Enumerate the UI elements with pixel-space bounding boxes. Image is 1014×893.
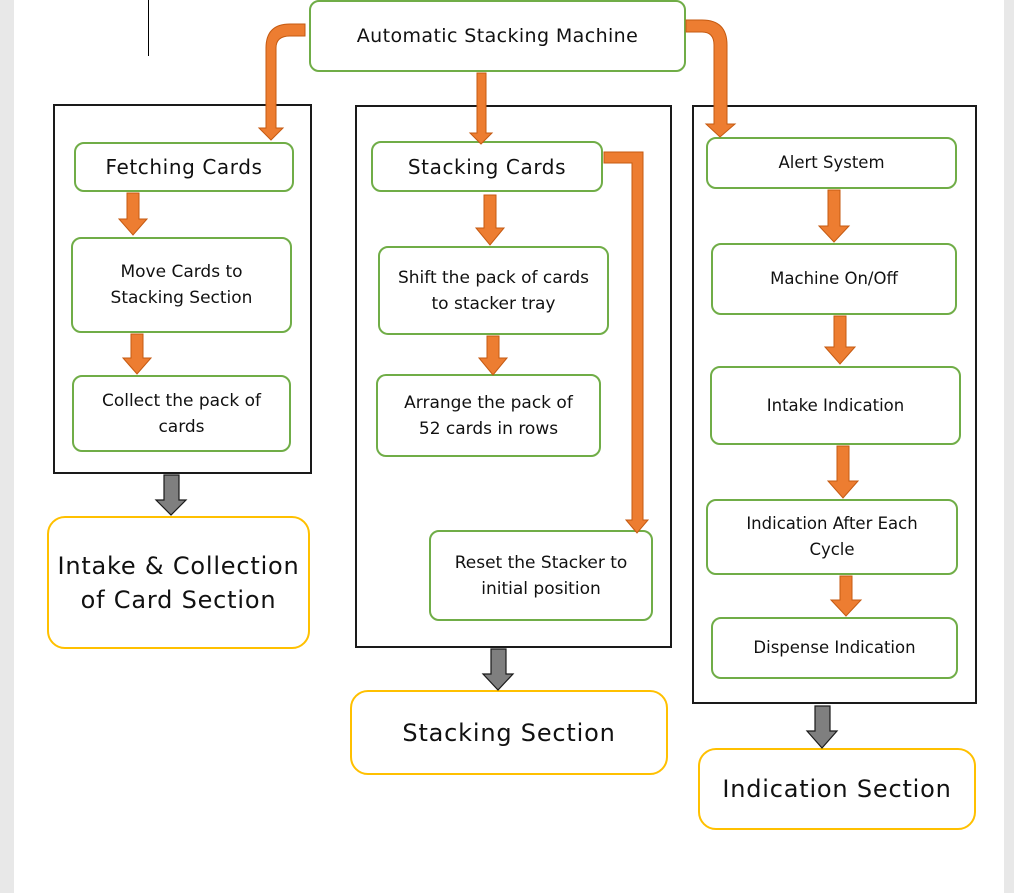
arrow-cycle-to-dispense — [829, 575, 863, 617]
arrow-frame3-to-section — [805, 705, 839, 749]
node-dispense-indication: Dispense Indication — [711, 617, 958, 679]
arrow-frame1-to-section — [154, 474, 188, 516]
node-fetching-cards: Fetching Cards — [74, 142, 294, 192]
arrow-stacking-to-reset — [603, 151, 650, 534]
frame-stacking — [355, 105, 672, 648]
arrow-root-to-stacking — [468, 72, 494, 145]
arrow-intake-to-cycle — [826, 445, 860, 499]
node-move-cards: Move Cards to Stacking Section — [71, 237, 292, 333]
arrow-stacking-to-shift — [474, 194, 506, 246]
text-cursor — [148, 0, 149, 56]
frame-indication — [692, 105, 977, 704]
node-indication-after-cycle: Indication After Each Cycle — [706, 499, 958, 575]
arrow-alert-to-machine — [817, 189, 851, 243]
arrow-move-to-collect — [121, 333, 153, 375]
node-arrange-pack: Arrange the pack of 52 cards in rows — [376, 374, 601, 457]
frame-intake — [53, 104, 312, 474]
arrow-root-to-alert — [685, 19, 737, 138]
arrow-root-to-fetching — [257, 23, 306, 141]
node-shift-pack: Shift the pack of cards to stacker tray — [378, 246, 609, 335]
node-reset-stacker: Reset the Stacker to initial position — [429, 530, 653, 621]
arrow-machine-to-intake — [823, 315, 857, 365]
arrow-shift-to-arrange — [477, 335, 509, 376]
node-stacking-cards: Stacking Cards — [371, 141, 603, 192]
root-node: Automatic Stacking Machine — [309, 0, 686, 72]
arrow-frame2-to-section — [481, 648, 515, 691]
node-alert-system: Alert System — [706, 137, 957, 189]
section-intake: Intake & Collection of Card Section — [47, 516, 310, 649]
section-indication: Indication Section — [698, 748, 976, 830]
node-collect-pack: Collect the pack of cards — [72, 375, 291, 452]
arrow-fetching-to-move — [117, 192, 149, 236]
node-machine-on-off: Machine On/Off — [711, 243, 957, 315]
node-intake-indication: Intake Indication — [710, 366, 961, 445]
section-stacking: Stacking Section — [350, 690, 668, 775]
